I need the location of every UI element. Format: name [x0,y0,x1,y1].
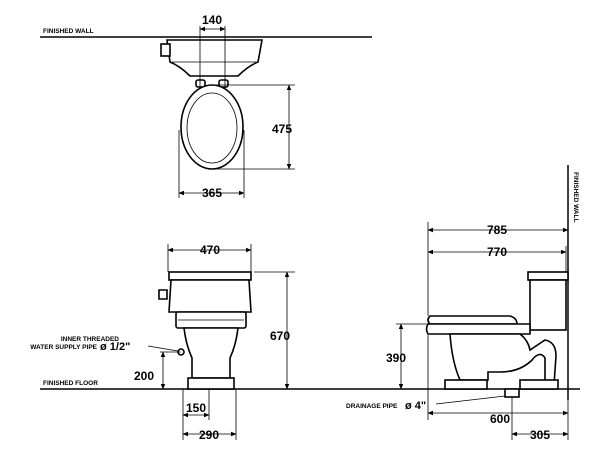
front-base [187,377,235,390]
side-seat [427,315,518,325]
supply-label-line2: WATER SUPPLY PIPE [30,344,97,351]
front-tank-body [168,279,252,313]
dim-770-text: 770 [487,245,507,259]
dim-600-text: 600 [490,412,510,426]
dim-200-text: 200 [134,369,154,383]
front-view: FINISHED FLOOR 470 670 INNER THREADED WA… [30,243,580,442]
drain-leader [435,395,506,405]
drain-pipe [504,388,520,398]
dim-470-text: 470 [200,243,220,257]
supply-label-line1: INNER THREADED [61,336,119,343]
side-tank-body [529,279,567,331]
front-tank-lid [168,271,252,281]
finished-wall-label-top: FINISHED WALL [43,28,94,35]
dim-365-text: 365 [202,186,222,200]
dim-150-text: 150 [186,401,206,415]
side-view: FINISHED WALL 785 770 390 DRAINAGE PIPE … [346,165,579,442]
drain-size: ø 4" [405,400,426,412]
side-base [444,379,488,390]
top-view: FINISHED WALL 140 475 365 [40,13,372,200]
dim-475-text: 475 [272,122,292,136]
seat-inner [186,92,238,164]
seat-outer [180,84,244,170]
tank-lid-left [160,43,171,57]
side-bowl-rim [425,323,531,335]
side-base-rear [519,379,559,390]
finished-wall-label-side: FINISHED WALL [572,172,579,223]
dim-305-text: 305 [530,428,550,442]
supply-size: ø 1/2" [100,341,130,353]
side-tank-lid [527,271,569,281]
drain-label: DRAINAGE PIPE [346,403,398,410]
flush-handle [158,289,168,300]
dim-290-text: 290 [199,428,219,442]
front-bowl [183,327,239,379]
supply-leader [147,345,179,352]
dim-390-text: 390 [386,351,406,365]
dim-670-text: 670 [270,329,290,343]
finished-floor-label: FINISHED FLOOR [43,380,98,387]
dim-785-text: 785 [487,223,507,237]
tank-top [166,39,263,77]
dim-140-text: 140 [202,13,222,27]
side-bowl-body [449,333,557,386]
